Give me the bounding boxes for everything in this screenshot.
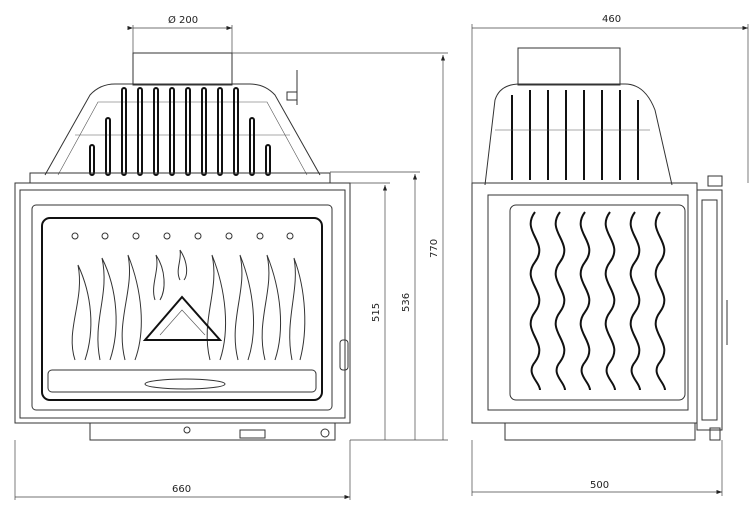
- total-height-label: 770: [429, 239, 440, 258]
- front-view: [14, 52, 351, 441]
- hood-outline-side: [484, 83, 673, 186]
- side-heat-panel: [509, 204, 686, 401]
- hood-outline: [44, 83, 321, 176]
- brand-plate: [239, 429, 266, 439]
- body-height-label: 536: [401, 293, 412, 312]
- top-width-label: 460: [602, 14, 621, 25]
- wavy-ribs: [529, 211, 666, 391]
- flue-collar-side: [517, 47, 621, 86]
- air-holes: [71, 232, 294, 240]
- flue-diameter-label: Ø 200: [168, 14, 198, 26]
- side-view: [471, 47, 728, 441]
- door-height-label: 515: [371, 303, 382, 322]
- depth-label: 500: [590, 480, 609, 491]
- side-dimensions: 460 500: [471, 14, 749, 496]
- front-dimensions: Ø 200 660 770 536 515: [14, 14, 448, 500]
- hood-ribs: [89, 87, 271, 176]
- width-label: 660: [172, 484, 191, 495]
- brand-logo-triangle: [142, 295, 223, 341]
- flue-collar: [132, 52, 233, 86]
- glass-window: [41, 217, 323, 401]
- side-door: [696, 189, 723, 431]
